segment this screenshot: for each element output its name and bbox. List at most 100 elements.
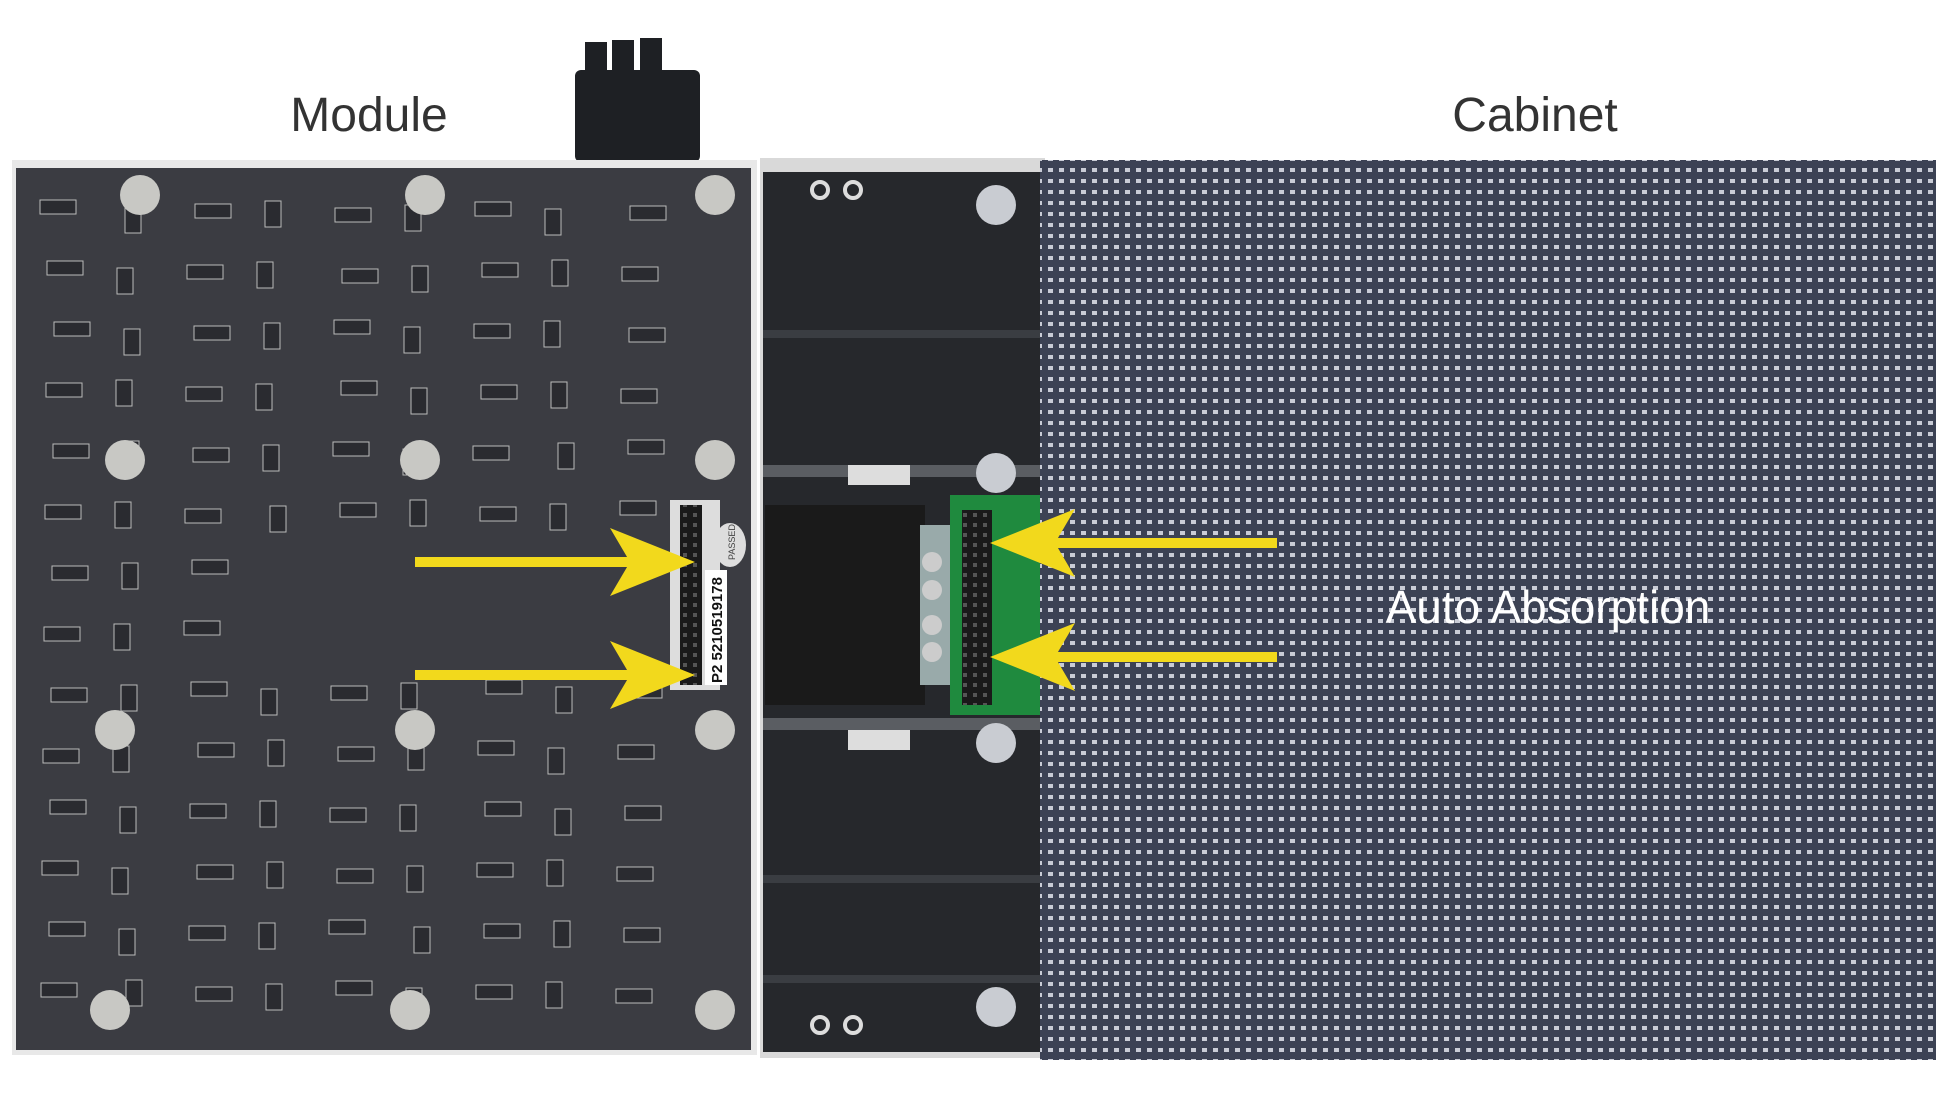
chip (550, 381, 568, 409)
module-label: Module (290, 89, 448, 142)
chip (413, 926, 431, 954)
magnet-screw (405, 175, 445, 215)
chip (340, 380, 378, 396)
chip (196, 864, 234, 880)
chip (263, 322, 281, 350)
chip (48, 921, 86, 937)
chip (624, 805, 662, 821)
chip (265, 983, 283, 1011)
chip (125, 979, 143, 1007)
arrow-right-icon (415, 641, 695, 709)
magnet-screw (95, 710, 135, 750)
chip (334, 207, 372, 223)
chip (554, 808, 572, 836)
magnet-screw (695, 175, 735, 215)
chip (546, 859, 564, 887)
chip (186, 264, 224, 280)
chip (329, 807, 367, 823)
chip (476, 862, 514, 878)
chip (113, 623, 131, 651)
chip (194, 203, 232, 219)
serial-label: P2 5210519178 (709, 577, 726, 683)
chip (188, 925, 226, 941)
chip (627, 439, 665, 455)
chip (628, 327, 666, 343)
svg-text:PASSED: PASSED (727, 524, 737, 560)
chip (41, 860, 79, 876)
magnet-screw (695, 440, 735, 480)
chip (328, 919, 366, 935)
chip (266, 861, 284, 889)
chip (400, 682, 418, 710)
chip (49, 799, 87, 815)
chip (399, 804, 417, 832)
chip (46, 260, 84, 276)
chip (118, 928, 136, 956)
chip (335, 980, 373, 996)
chip (121, 562, 139, 590)
magnet-screw (395, 710, 435, 750)
chip (264, 200, 282, 228)
hub-board (920, 495, 1040, 715)
chip (472, 445, 510, 461)
chip (483, 923, 521, 939)
arrow-right-icon (415, 528, 695, 596)
chip (255, 383, 273, 411)
chip (185, 386, 223, 402)
chip (620, 388, 658, 404)
chip (260, 688, 278, 716)
chip (333, 319, 371, 335)
chip (619, 500, 657, 516)
serial-sticker (705, 570, 727, 685)
chip (474, 201, 512, 217)
chip (629, 205, 667, 221)
chip (51, 565, 89, 581)
auto-absorption-label: Auto Absorption (1385, 581, 1711, 633)
chip (193, 325, 231, 341)
chip (191, 559, 229, 575)
chip (190, 681, 228, 697)
chip (551, 259, 569, 287)
chip (410, 387, 428, 415)
chip (189, 803, 227, 819)
chip (403, 326, 421, 354)
chip (114, 501, 132, 529)
magnet-screw (90, 990, 130, 1030)
magnet-screw (695, 990, 735, 1030)
chip (481, 262, 519, 278)
chip (262, 444, 280, 472)
chip (544, 208, 562, 236)
chip (615, 988, 653, 1004)
chip (479, 506, 517, 522)
chip (50, 687, 88, 703)
module-pcb: P2 5210519178 PASSED (12, 160, 757, 1055)
chip (256, 261, 274, 289)
chip (484, 801, 522, 817)
yellow-arrows (415, 509, 1277, 709)
arrow-left-icon (990, 509, 1277, 577)
magnet-screw (120, 175, 160, 215)
led-panel (1040, 160, 1936, 1060)
chip (617, 744, 655, 760)
chip (475, 984, 513, 1000)
magnet-screw (400, 440, 440, 480)
chip (547, 747, 565, 775)
chip (116, 267, 134, 295)
chip (330, 685, 368, 701)
chip (623, 927, 661, 943)
chip (42, 748, 80, 764)
chip (555, 686, 573, 714)
chip (621, 266, 659, 282)
chip (477, 740, 515, 756)
chip (45, 382, 83, 398)
chip (339, 502, 377, 518)
chip (40, 982, 78, 998)
chip (480, 384, 518, 400)
arrow-left-icon (990, 623, 1277, 691)
passed-sticker (714, 523, 746, 567)
chip (341, 268, 379, 284)
chip (553, 920, 571, 948)
chip (39, 199, 77, 215)
